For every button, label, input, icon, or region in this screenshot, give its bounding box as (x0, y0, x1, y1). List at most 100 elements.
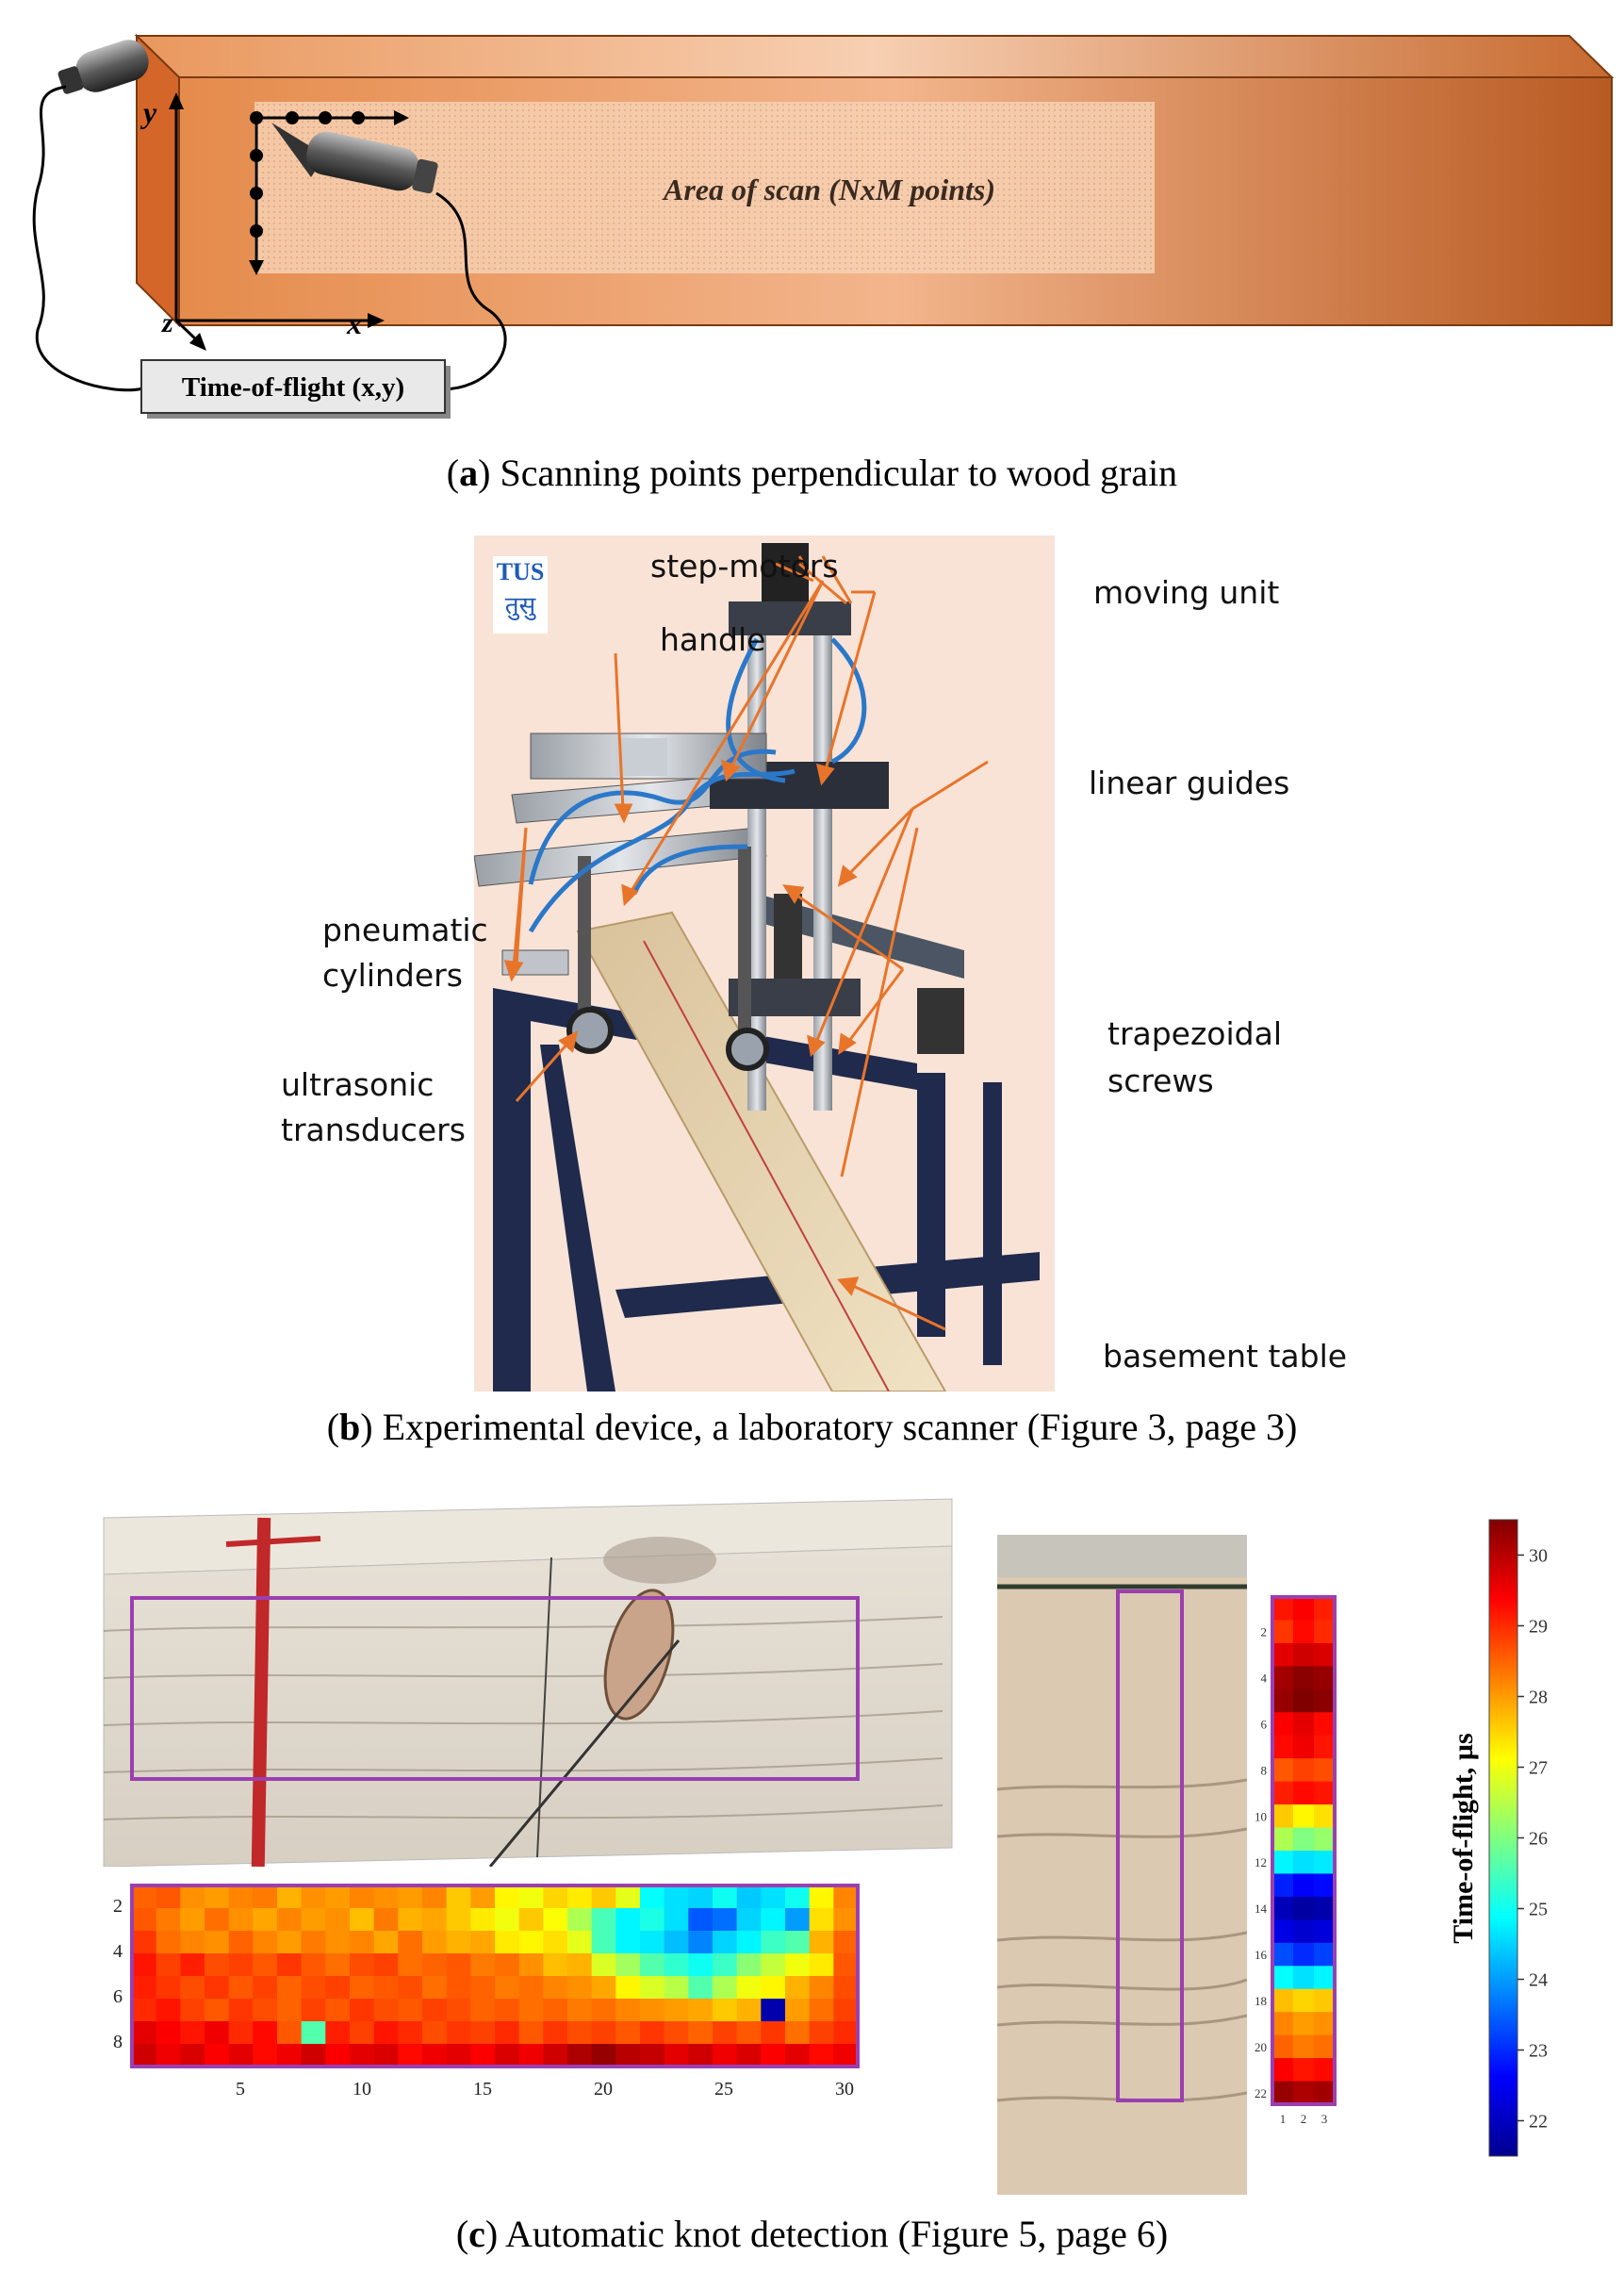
heatmap-main-cell (495, 1931, 520, 1954)
heatmap-main-cell (180, 1886, 205, 1909)
heatmap-main-cell (398, 2044, 423, 2067)
strip-ytick: 16 (1255, 1948, 1268, 1962)
heatmap-main-cell (446, 2044, 471, 2067)
heatmap-main-cell (518, 1976, 544, 2000)
heatmap-strip-cells (1272, 1597, 1336, 2105)
label-linear-guides: linear guides (1089, 765, 1290, 801)
heatmap-main-yticks: 2 4 6 8 (113, 1896, 123, 2052)
heatmap-main-cell (228, 1976, 254, 2000)
heatmap-strip-cell (1293, 1712, 1315, 1737)
heatmap-strip-cell (1272, 1597, 1294, 1621)
heatmap-strip-cell (1314, 1781, 1336, 1805)
heatmap-main-cell (253, 1908, 278, 1932)
heatmap-main-cell (350, 1999, 375, 2022)
heatmap-main-cell (470, 1999, 496, 2022)
label-handle: handle (660, 621, 766, 658)
column-right (813, 620, 832, 1111)
heatmap-main-cell (591, 2021, 616, 2045)
heatmap-strip-cell (1293, 1896, 1315, 1920)
top-plate (729, 601, 851, 635)
heatmap-main-cell (785, 1908, 811, 1932)
heatmap-main-cell (736, 1908, 762, 1932)
heatmap-strip-cell (1272, 1966, 1294, 1990)
heatmap-strip-cell (1314, 2034, 1336, 2059)
heatmap-main-cell (640, 1931, 665, 1954)
heatmap-main-cell (132, 1931, 157, 1954)
heatmap-strip-cell (1314, 1735, 1336, 1759)
heatmap-main-cell (809, 1953, 834, 1977)
heatmap-strip-cell (1293, 1827, 1315, 1852)
heatmap-strip-cell (1314, 1966, 1336, 1990)
heatmap-main-cell (495, 1908, 520, 1932)
heatmap-strip-cell (1293, 1942, 1315, 1967)
heatmap-main-cell (495, 1886, 520, 1909)
heatmap-strip-cell (1272, 1642, 1294, 1667)
scanner-photo: TUS तुसु (474, 535, 1055, 1392)
heatmap-strip-cell (1293, 1781, 1315, 1805)
heatmap-main-cell (205, 1976, 230, 2000)
heatmap-main-cell (543, 2044, 568, 2067)
heatmap-main-cell (253, 1953, 278, 1977)
strip-ytick: 6 (1261, 1718, 1268, 1732)
heatmap-main-cell (398, 1931, 423, 1954)
heatmap-strip-cell (1272, 2034, 1294, 2059)
heatmap-main-cell (422, 2044, 448, 2067)
heatmap-strip-cell (1314, 1758, 1336, 1783)
heatmap-main-cell (518, 1953, 544, 1977)
heatmap-main-cell (277, 1999, 303, 2022)
heatmap-main-cell (664, 2021, 689, 2045)
heatmap-main-cell (301, 2021, 326, 2045)
heatmap-main-cell (736, 1999, 762, 2022)
heatmap-main-cell (713, 1976, 738, 2000)
heatmap-main-cell (373, 1953, 399, 1977)
strip-ytick: 2 (1261, 1625, 1268, 1639)
heatmap-main-cell (688, 2021, 714, 2045)
heatmap-main-cell (253, 2044, 278, 2067)
heatmap-main-cell (785, 1886, 811, 1909)
heatmap-main-cell (325, 1999, 351, 2022)
heatmap-main-cell (373, 1931, 399, 1954)
heatmap-strip-cell (1293, 1735, 1315, 1759)
heatmap-main-cell (446, 1976, 471, 2000)
heatmap-main-cell (446, 2021, 471, 2045)
heatmap-main-cell (350, 1976, 375, 2000)
heatmap-main-cell (132, 1886, 157, 1909)
x-axis-label: x (346, 306, 362, 340)
colorbar-tick-label: 23 (1529, 2041, 1548, 2062)
colorbar-tick-label: 24 (1529, 1970, 1548, 1991)
label-pneumatic: pneumatic (322, 912, 488, 948)
heatmap-main-cell (615, 2021, 641, 2045)
heatmap-main-cell (470, 2021, 496, 2045)
heatmap-main-cell (253, 1886, 278, 1909)
strip-ytick: 4 (1261, 1671, 1268, 1686)
heatmap-main-cell (591, 2044, 616, 2067)
hm-ytick-2: 2 (113, 1896, 123, 1917)
heatmap-main-cell (132, 1908, 157, 1932)
heatmap-main-cell (422, 1976, 448, 2000)
heatmap-main-cell (615, 2044, 641, 2067)
caption-c-letter: c (468, 2213, 485, 2255)
label-step-motors: step-motors (650, 548, 839, 585)
label-transducers: transducers (281, 1112, 466, 1148)
heatmap-main-cell (713, 2044, 738, 2067)
caption-c-text: Automatic knot detection (Figure 5, page… (498, 2213, 1169, 2255)
heatmap-strip-cell (1272, 1827, 1294, 1852)
heatmap-main-cell (518, 1908, 544, 1932)
heatmap-main-cell (833, 1976, 859, 2000)
heatmap-main-cell (833, 1953, 859, 1977)
heatmap-main-cell (615, 1976, 641, 2000)
heatmap-main-cell (156, 1931, 181, 1954)
heatmap-main-cell (228, 1999, 254, 2022)
heatmap-strip-cell (1314, 1597, 1336, 1621)
heatmap-strip-cell (1314, 1942, 1336, 1967)
strip-xtick: 1 (1280, 2112, 1287, 2126)
heatmap-main-cell (301, 2044, 326, 2067)
heatmap-main-cell (277, 2044, 303, 2067)
heatmap-strip-cell (1293, 1758, 1315, 1783)
heatmap-strip-cell (1272, 1688, 1294, 1713)
heatmap-main-cell (664, 1976, 689, 2000)
heatmap-main-cell (228, 1931, 254, 1954)
heatmap-main-cell (567, 1886, 593, 1909)
label-cylinders: cylinders (322, 957, 463, 994)
heatmap-strip-cell (1293, 1642, 1315, 1667)
